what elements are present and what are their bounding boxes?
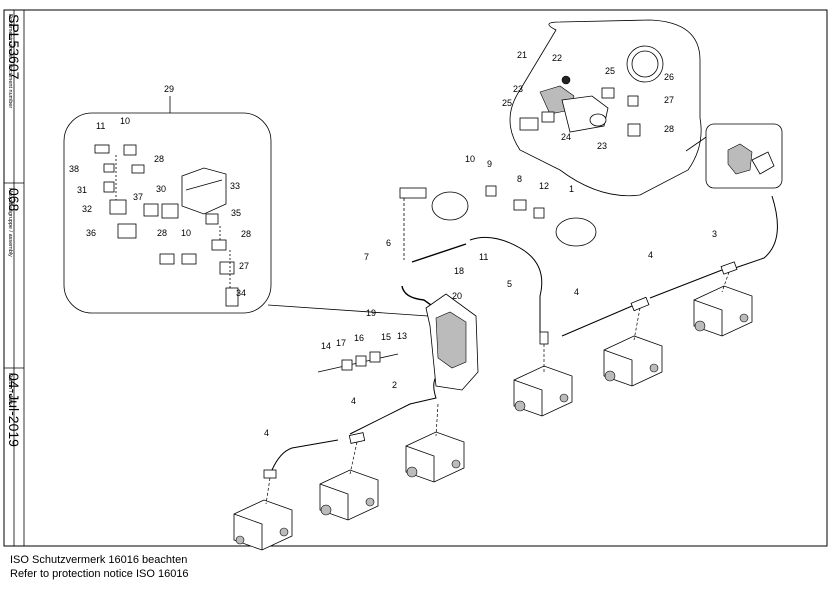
callout-10: 10 <box>181 228 191 238</box>
pump-block <box>693 285 753 337</box>
document-number-label: Dokumentnummer / document number <box>7 14 13 109</box>
callout-4: 4 <box>648 250 653 260</box>
callout-26: 26 <box>664 72 674 82</box>
date-label: Datum / date <box>7 373 13 405</box>
callout-35: 35 <box>231 208 241 218</box>
callout-27: 27 <box>664 95 674 105</box>
callout-3: 3 <box>712 229 717 239</box>
callout-31: 31 <box>77 185 87 195</box>
callout-16: 16 <box>354 333 364 343</box>
callout-24: 24 <box>561 132 571 142</box>
callout-12: 12 <box>539 181 549 191</box>
callout-27: 27 <box>239 261 249 271</box>
detail-21-bubble: 21 22 25 26 23 27 25 24 23 28 <box>502 19 713 197</box>
callout-17: 17 <box>336 338 346 348</box>
pump-block <box>319 469 379 521</box>
callout-18: 18 <box>454 266 464 276</box>
callout-7: 7 <box>364 252 369 262</box>
main-callouts: 1 2 3 4 4 4 4 5 6 7 8 9 10 11 12 13 14 1… <box>264 154 717 438</box>
callout-10: 10 <box>120 116 130 126</box>
connection-lines <box>265 271 730 505</box>
callout-28: 28 <box>241 229 251 239</box>
drawing-frame <box>3 9 828 547</box>
pump-block <box>603 335 663 387</box>
main-assembly <box>263 123 783 479</box>
callout-28: 28 <box>664 124 674 134</box>
callout-29: 29 <box>164 84 174 94</box>
protection-notice-en: Refer to protection notice ISO 16016 <box>10 568 189 580</box>
solenoid-valve-icon <box>181 167 227 215</box>
protection-notice-de: ISO Schutzvermerk 16016 beachten <box>10 554 188 566</box>
callout-14: 14 <box>321 341 331 351</box>
accumulator-icon <box>431 191 469 221</box>
callout-30: 30 <box>156 184 166 194</box>
callout-28: 28 <box>154 154 164 164</box>
callout-4: 4 <box>351 396 356 406</box>
callout-38: 38 <box>69 164 79 174</box>
callout-22: 22 <box>552 53 562 63</box>
callout-32: 32 <box>82 204 92 214</box>
callout-33: 33 <box>230 181 240 191</box>
callout-5: 5 <box>507 279 512 289</box>
callout-21: 21 <box>517 50 527 60</box>
callout-4: 4 <box>264 428 269 438</box>
detail-29-parts <box>94 144 239 307</box>
callout-34: 34 <box>236 288 246 298</box>
detail-29-bubble: 29 11 10 28 38 31 32 36 37 30 33 35 28 1… <box>63 84 429 317</box>
callout-25: 25 <box>605 66 615 76</box>
callout-8: 8 <box>517 174 522 184</box>
callout-13: 13 <box>397 331 407 341</box>
callout-10: 10 <box>465 154 475 164</box>
callout-23: 23 <box>597 141 607 151</box>
callout-11: 11 <box>96 121 105 131</box>
accumulator-icon <box>555 217 597 247</box>
pump-block <box>233 499 293 551</box>
callout-23: 23 <box>513 84 523 94</box>
callout-1: 1 <box>569 184 574 194</box>
callout-25: 25 <box>502 98 512 108</box>
callout-37: 37 <box>133 192 143 202</box>
pump-block <box>513 365 573 417</box>
callout-4: 4 <box>574 287 579 297</box>
callout-9: 9 <box>487 159 492 169</box>
pump-block <box>405 431 465 483</box>
callout-19: 19 <box>366 308 376 318</box>
callout-2: 2 <box>392 380 397 390</box>
callout-6: 6 <box>386 238 391 248</box>
callout-28: 28 <box>157 228 167 238</box>
callout-15: 15 <box>381 332 391 342</box>
callout-36: 36 <box>86 228 96 238</box>
callout-11: 11 <box>479 252 488 262</box>
assembly-label: Hauptbaugruppe / assembly <box>7 188 13 257</box>
callout-20: 20 <box>452 291 462 301</box>
